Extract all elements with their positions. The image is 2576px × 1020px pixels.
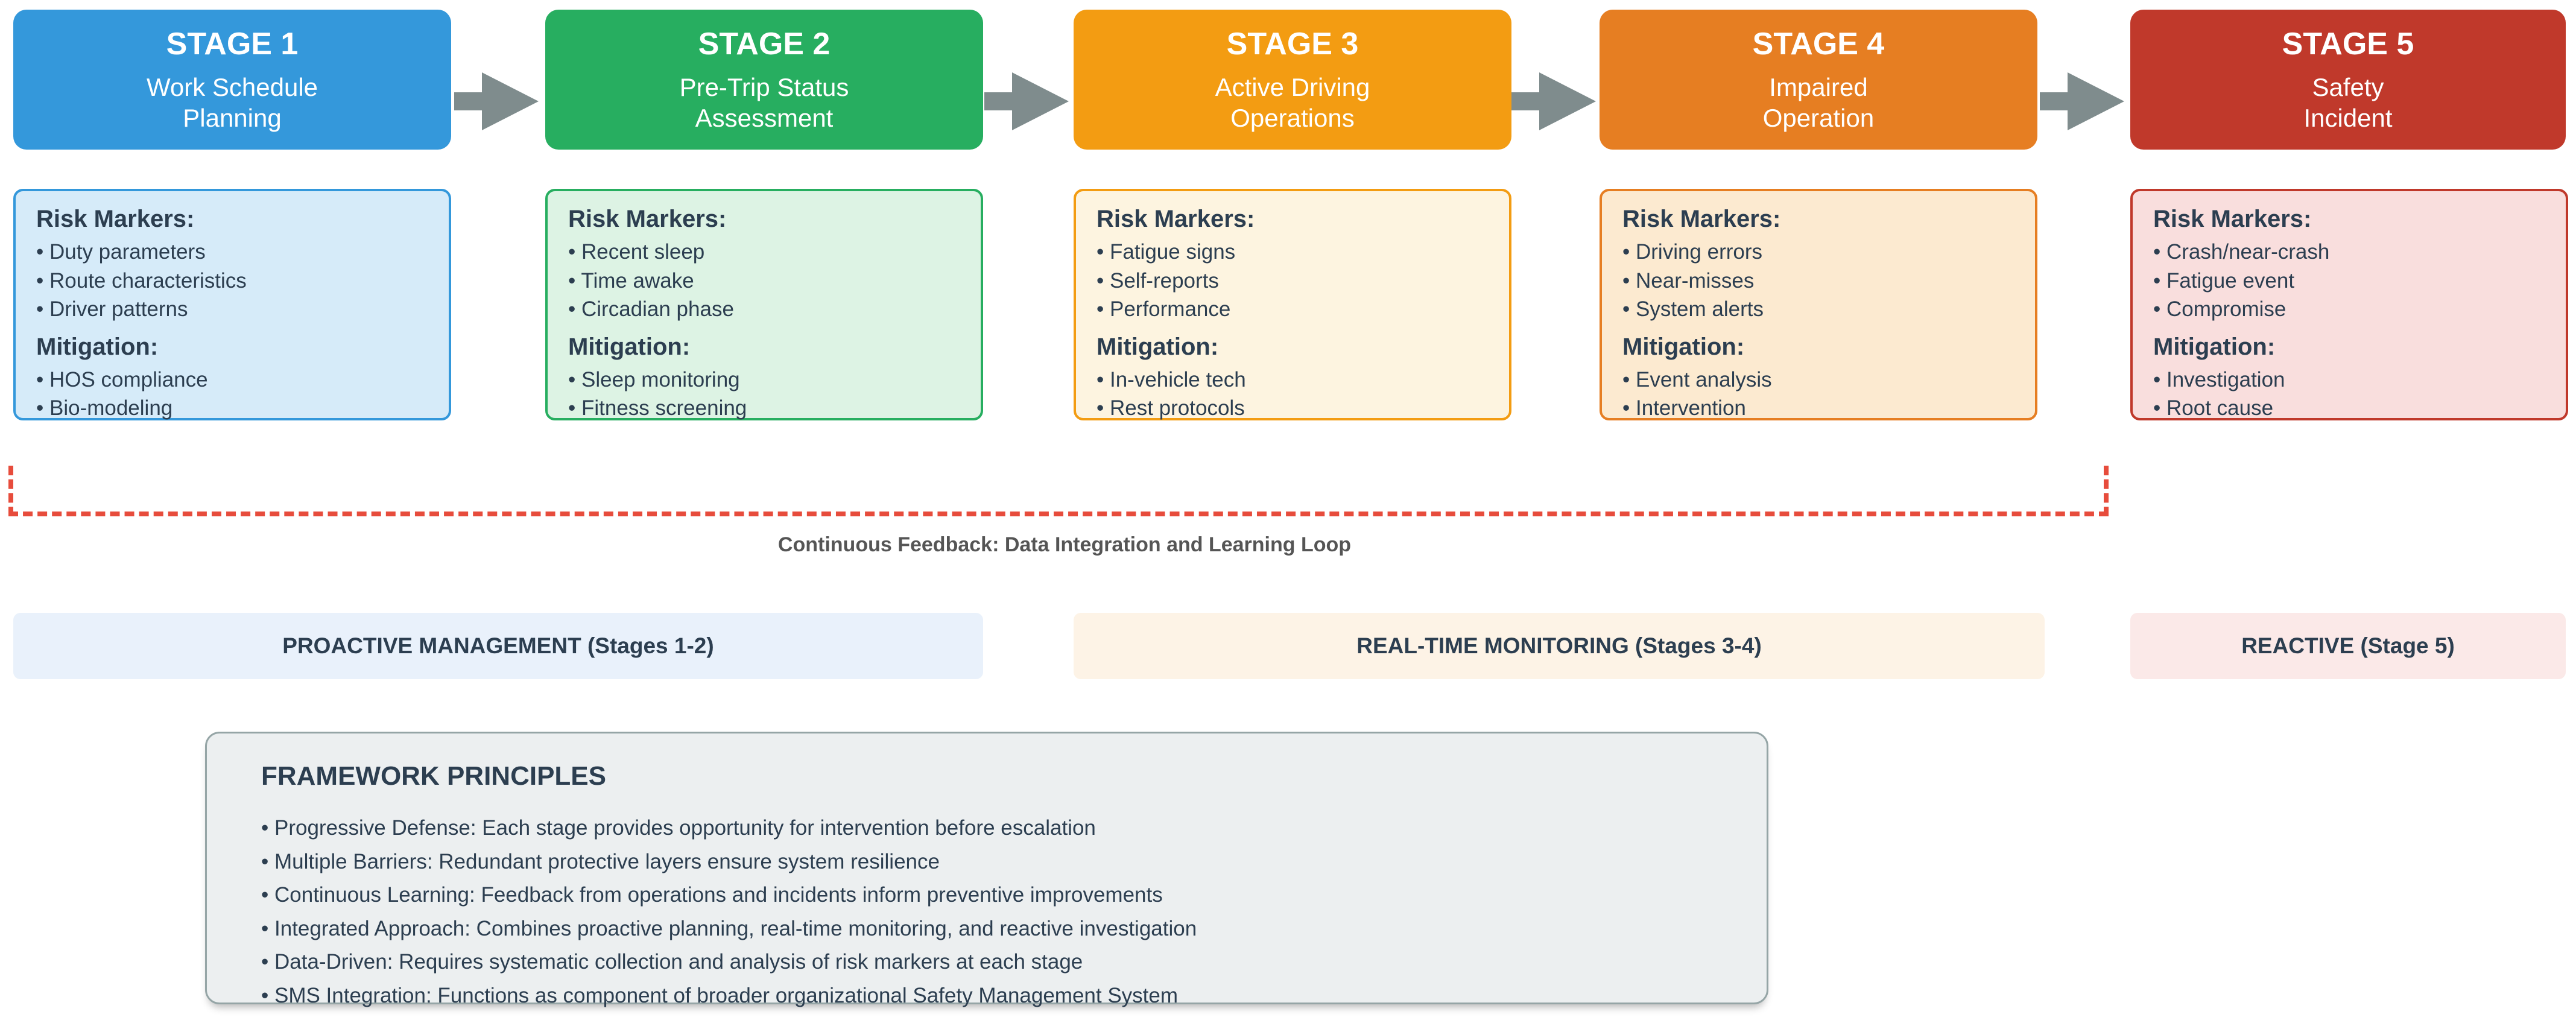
risk-marker-item: Near-misses [1622,267,2014,296]
flow-arrow-icon [984,72,1069,130]
mitigation-item: Fitness screening [568,394,960,423]
risk-marker-item: Time awake [568,267,960,296]
flow-arrow-icon [2040,72,2124,130]
stage-subtitle-line: Pre-Trip Status [679,72,849,101]
principle-item: Data-Driven: Requires systematic collect… [261,950,1730,974]
stage-1-header: STAGE 1 Work Schedule Planning [13,10,451,150]
stage-subtitle-line: Planning [183,104,282,132]
framework-principles-box: FRAMEWORK PRINCIPLES Progressive Defense… [205,732,1768,1008]
mitigation-heading: Mitigation: [36,333,159,360]
stage-subtitle-line: Active Driving [1215,72,1370,101]
framework-principles-list: Progressive Defense: Each stage provides… [261,816,1730,1008]
feedback-loop-label: Continuous Feedback: Data Integration an… [777,533,1352,556]
stage-5-risk-panel: Risk Markers: Crash/near-crash Fatigue e… [2130,189,2568,420]
stage-subtitle: Work Schedule Planning [147,72,318,133]
mitigation-item: Investigation [2153,366,2545,394]
risk-markers-heading: Risk Markers: [1097,206,1255,232]
band-proactive-management: PROACTIVE MANAGEMENT (Stages 1-2) [13,613,983,679]
risk-markers-heading: Risk Markers: [2153,206,2312,232]
band-label: REACTIVE (Stage 5) [2241,633,2455,658]
mitigation-list: Investigation Root cause [2153,366,2545,423]
principle-item: Progressive Defense: Each stage provides… [261,816,1730,840]
risk-marker-item: Self-reports [1097,267,1489,296]
flow-arrow-icon [454,72,539,130]
mitigation-heading: Mitigation: [1097,333,1219,360]
risk-markers-heading: Risk Markers: [36,206,195,232]
framework-principles-title: FRAMEWORK PRINCIPLES [261,761,606,791]
mitigation-item: In-vehicle tech [1097,366,1489,394]
stage-title: STAGE 3 [1226,26,1359,62]
mitigation-item: Bio-modeling [36,394,428,423]
stage-subtitle-line: Incident [2303,104,2393,132]
stage-subtitle-line: Operations [1230,104,1355,132]
risk-marker-item: Compromise [2153,295,2545,324]
stage-title: STAGE 4 [1752,26,1885,62]
band-label: PROACTIVE MANAGEMENT (Stages 1-2) [282,633,714,658]
stage-1-risk-panel: Risk Markers: Duty parameters Route char… [13,189,451,420]
risk-marker-item: Duty parameters [36,238,428,267]
risk-marker-item: Fatigue event [2153,267,2545,296]
risk-marker-item: Circadian phase [568,295,960,324]
stage-subtitle-line: Assessment [695,104,834,132]
principle-item: Multiple Barriers: Redundant protective … [261,850,1730,874]
band-reactive: REACTIVE (Stage 5) [2130,613,2566,679]
stage-subtitle: Safety Incident [2303,72,2392,133]
band-realtime-monitoring: REAL-TIME MONITORING (Stages 3-4) [1074,613,2045,679]
risk-marker-item: Driving errors [1622,238,2014,267]
risk-markers-list: Crash/near-crash Fatigue event Compromis… [2153,238,2545,324]
stage-title: STAGE 2 [698,26,831,62]
principle-item: SMS Integration: Functions as component … [261,984,1730,1008]
risk-marker-item: Performance [1097,295,1489,324]
stage-subtitle: Impaired Operation [1763,72,1874,133]
mitigation-list: Event analysis Intervention [1622,366,2014,423]
risk-markers-list: Recent sleep Time awake Circadian phase [568,238,960,324]
stage-subtitle: Active Driving Operations [1215,72,1370,133]
feedback-loop-line [8,466,2109,516]
risk-markers-heading: Risk Markers: [568,206,727,232]
risk-markers-list: Fatigue signs Self-reports Performance [1097,238,1489,324]
risk-marker-item: Driver patterns [36,295,428,324]
risk-marker-item: Route characteristics [36,267,428,296]
stage-5-header: STAGE 5 Safety Incident [2130,10,2566,150]
stage-subtitle-line: Impaired [1769,72,1868,101]
band-label: REAL-TIME MONITORING (Stages 3-4) [1356,633,1762,658]
principle-item: Continuous Learning: Feedback from opera… [261,883,1730,907]
mitigation-item: Rest protocols [1097,394,1489,423]
flow-arrow-icon [1511,72,1596,130]
principle-item: Integrated Approach: Combines proactive … [261,917,1730,941]
stage-subtitle-line: Safety [2312,72,2384,101]
stage-subtitle: Pre-Trip Status Assessment [680,72,849,133]
mitigation-heading: Mitigation: [568,333,691,360]
risk-markers-list: Duty parameters Route characteristics Dr… [36,238,428,324]
stage-title: STAGE 5 [2282,26,2414,62]
mitigation-item: Sleep monitoring [568,366,960,394]
mitigation-item: HOS compliance [36,366,428,394]
risk-marker-item: System alerts [1622,295,2014,324]
stage-3-header: STAGE 3 Active Driving Operations [1074,10,1511,150]
risk-markers-list: Driving errors Near-misses System alerts [1622,238,2014,324]
stage-subtitle-line: Operation [1762,104,1875,132]
stage-3-risk-panel: Risk Markers: Fatigue signs Self-reports… [1074,189,1511,420]
stage-2-risk-panel: Risk Markers: Recent sleep Time awake Ci… [545,189,983,420]
mitigation-heading: Mitigation: [2153,333,2276,360]
mitigation-list: In-vehicle tech Rest protocols [1097,366,1489,423]
mitigation-item: Event analysis [1622,366,2014,394]
mitigation-list: HOS compliance Bio-modeling [36,366,428,423]
stage-2-header: STAGE 2 Pre-Trip Status Assessment [545,10,983,150]
stage-subtitle-line: Work Schedule [146,72,318,101]
mitigation-heading: Mitigation: [1622,333,1745,360]
risk-markers-heading: Risk Markers: [1622,206,1781,232]
stage-4-risk-panel: Risk Markers: Driving errors Near-misses… [1600,189,2037,420]
mitigation-list: Sleep monitoring Fitness screening [568,366,960,423]
risk-marker-item: Recent sleep [568,238,960,267]
stage-4-header: STAGE 4 Impaired Operation [1600,10,2037,150]
mitigation-item: Intervention [1622,394,2014,423]
risk-marker-item: Crash/near-crash [2153,238,2545,267]
mitigation-item: Root cause [2153,394,2545,423]
risk-marker-item: Fatigue signs [1097,238,1489,267]
stage-title: STAGE 1 [166,26,299,62]
